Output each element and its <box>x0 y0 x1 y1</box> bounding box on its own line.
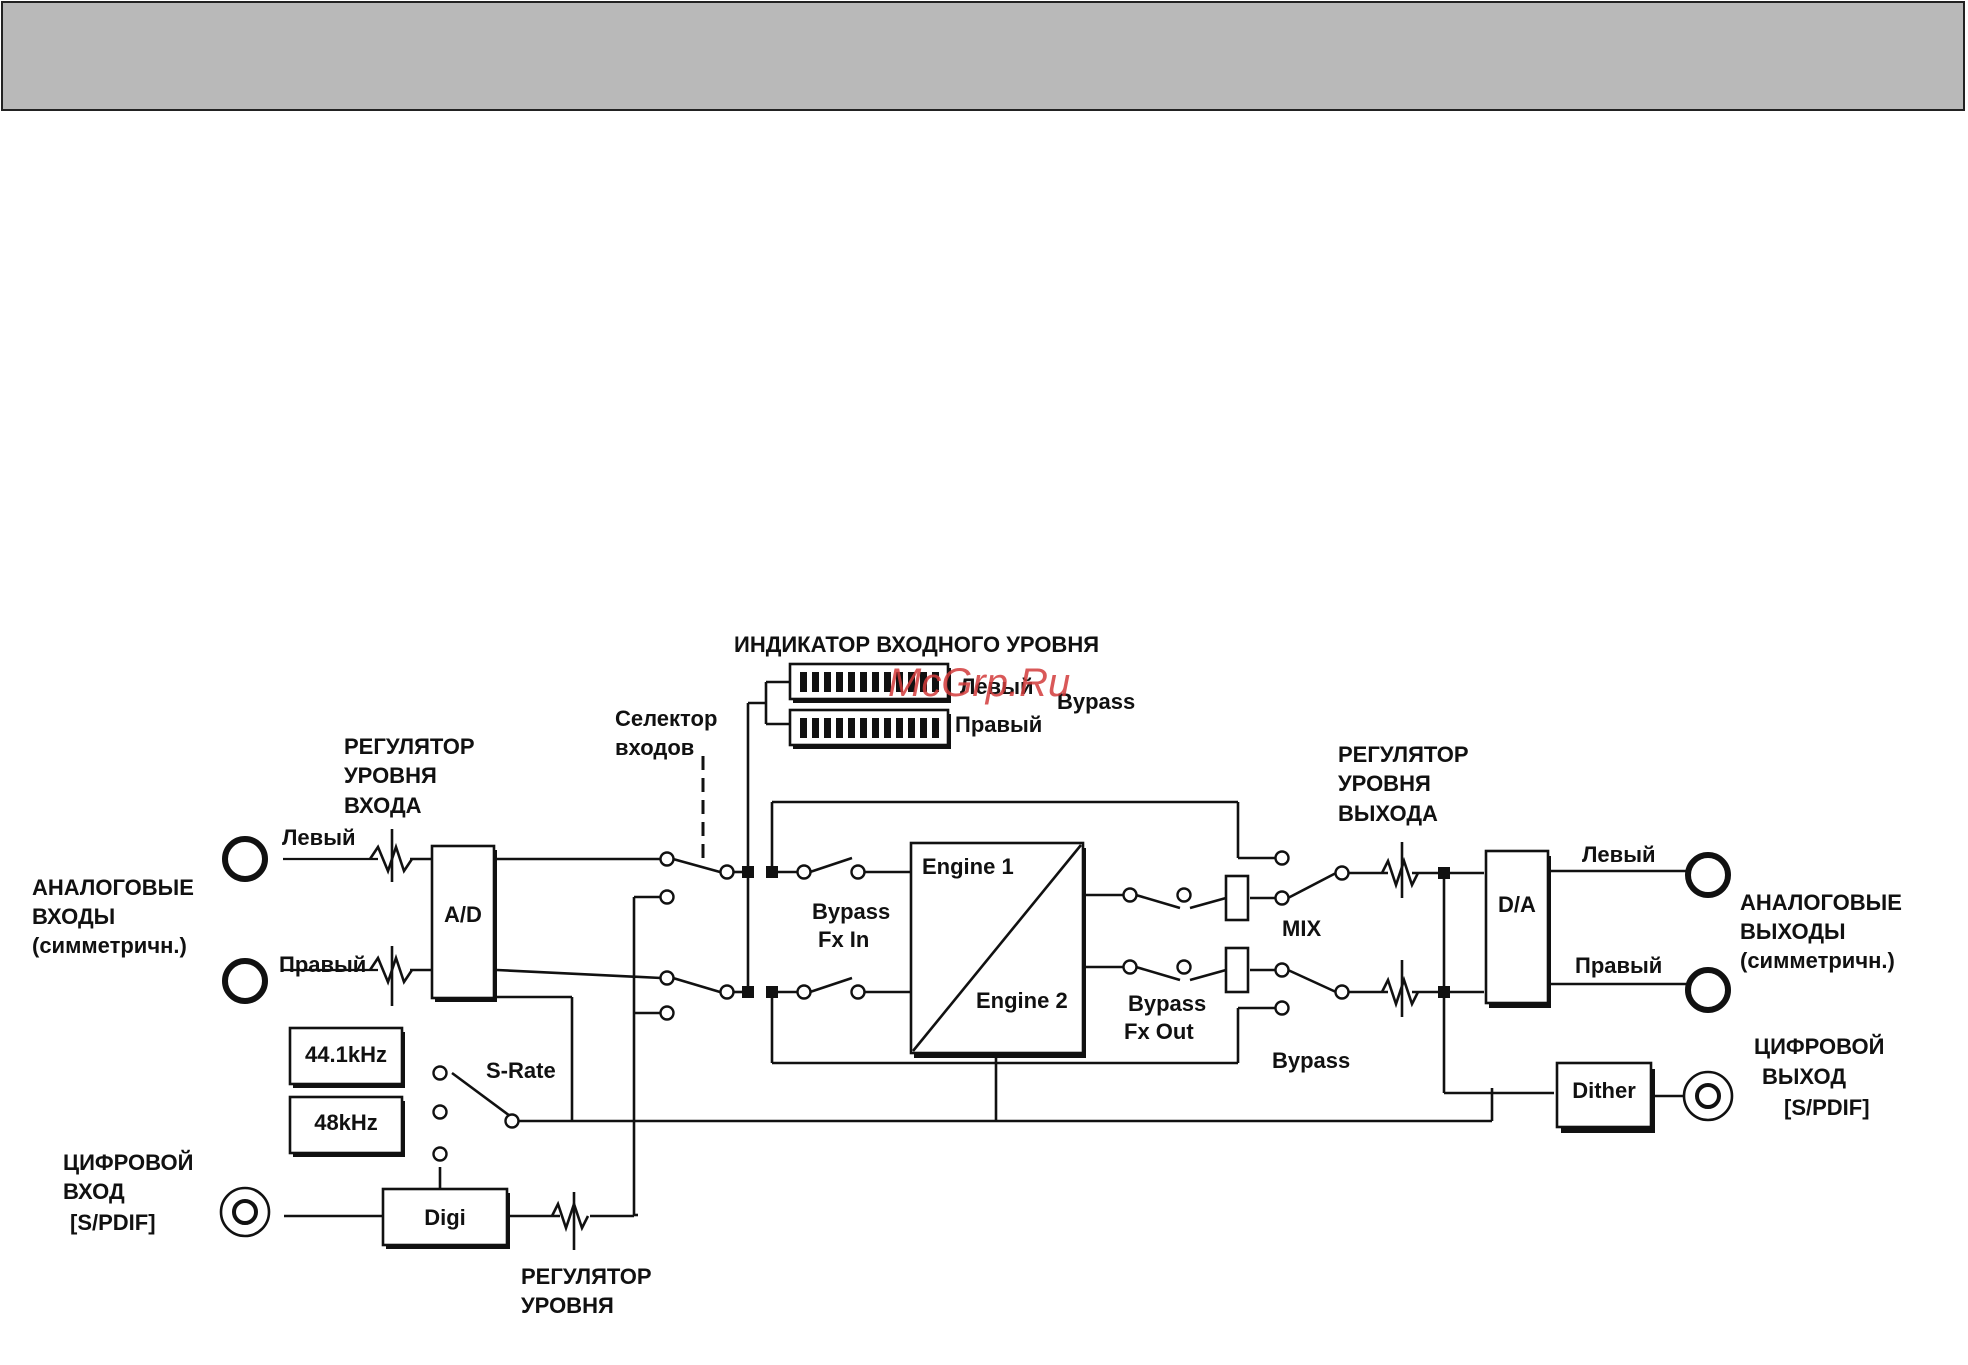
watermark: McGrp.Ru <box>888 661 1070 705</box>
output-level-label-1: РЕГУЛЯТОР <box>1338 742 1469 767</box>
block-ad-label: A/D <box>444 902 482 927</box>
level-reg-label-2: УРОВНЯ <box>521 1293 614 1318</box>
rate-441-label: 44.1kHz <box>305 1042 387 1067</box>
input-meter-title: ИНДИКАТОР ВХОДНОГО УРОВНЯ <box>734 632 1099 657</box>
junction-nodes <box>742 866 1450 998</box>
dither-label: Dither <box>1572 1078 1636 1103</box>
meter-segments <box>800 672 939 738</box>
input-level-meter <box>788 662 951 749</box>
bypass-fx-out-label-1: Bypass <box>1128 991 1206 1016</box>
output-level-label-3: ВЫХОДА <box>1338 801 1438 826</box>
analog-out-label-1: АНАЛОГОВЫЕ <box>1740 890 1902 915</box>
analog-out-label-3: (симметричн.) <box>1740 948 1895 973</box>
meter-bypass-label: Bypass <box>1057 689 1135 714</box>
analog-out-label-2: ВЫХОДЫ <box>1740 919 1846 944</box>
potentiometers <box>368 829 1420 1250</box>
meter-right-label: Правый <box>955 712 1042 737</box>
engine1-label: Engine 1 <box>922 854 1014 879</box>
digital-level-pot <box>550 1199 590 1233</box>
output-level-pot-left <box>1380 856 1420 890</box>
mix-resistor-right <box>1224 946 1250 994</box>
level-reg-label-1: РЕГУЛЯТОР <box>521 1264 652 1289</box>
input-selector-label-2: входов <box>615 735 694 760</box>
bypass-fx-in-label-1: Bypass <box>812 899 890 924</box>
spdif-in-jack <box>219 1186 271 1238</box>
jacks <box>219 836 1734 1238</box>
input-level-label-1: РЕГУЛЯТОР <box>344 734 475 759</box>
analog-in-left-jack <box>222 836 268 882</box>
meter-left-label: Левый <box>960 674 1034 699</box>
digital-in-label-1: ЦИФРОВОЙ <box>63 1150 193 1175</box>
mix-resistor-left <box>1224 874 1250 922</box>
block-da: D/A <box>1484 849 1551 1008</box>
switch-terminals <box>432 850 1350 1162</box>
digital-in-label-2: ВХОД <box>63 1179 125 1204</box>
analog-in-label-2: ВХОДЫ <box>32 904 115 929</box>
input-level-label-3: ВХОДА <box>344 793 422 818</box>
out-right-label: Правый <box>1575 953 1662 978</box>
s-rate-label: S-Rate <box>486 1058 556 1083</box>
block-dither: Dither <box>1555 1061 1655 1133</box>
analog-in-label-1: АНАЛОГОВЫЕ <box>32 875 194 900</box>
mix-label: MIX <box>1282 916 1321 941</box>
in-left-label: Левый <box>282 825 356 850</box>
spdif-out-jack <box>1682 1070 1734 1122</box>
block-engine: Engine 1 Engine 2 <box>909 841 1086 1058</box>
digital-out-label-1: ЦИФРОВОЙ <box>1754 1034 1884 1059</box>
bypass-fx-in-label-2: Fx In <box>818 927 869 952</box>
analog-out-left-jack <box>1685 852 1731 898</box>
analog-in-right-jack <box>222 958 268 1004</box>
digi-label: Digi <box>424 1205 466 1230</box>
input-level-label-2: УРОВНЯ <box>344 763 437 788</box>
block-rate-441: 44.1kHz <box>288 1026 405 1088</box>
output-level-label-2: УРОВНЯ <box>1338 771 1431 796</box>
block-ad: A/D <box>430 844 497 1002</box>
header-bar <box>1 1 1965 111</box>
analog-in-label-3: (симметричн.) <box>32 933 187 958</box>
bypass-fx-out-label-2: Fx Out <box>1124 1019 1194 1044</box>
engine2-label: Engine 2 <box>976 988 1068 1013</box>
digital-in-label-3: [S/PDIF] <box>70 1210 156 1235</box>
block-digi: Digi <box>381 1187 510 1249</box>
block-da-label: D/A <box>1498 892 1536 917</box>
digital-out-label-3: [S/PDIF] <box>1784 1095 1870 1120</box>
wires <box>283 680 1686 1218</box>
output-level-pot-right <box>1380 975 1420 1009</box>
bypass-bottom-label: Bypass <box>1272 1048 1350 1073</box>
out-left-label: Левый <box>1582 842 1656 867</box>
input-selector-label-1: Селектор <box>615 706 717 731</box>
in-right-label: Правый <box>279 952 366 977</box>
block-rate-48: 48kHz <box>288 1095 405 1157</box>
analog-out-right-jack <box>1685 967 1731 1013</box>
rate-48-label: 48kHz <box>314 1110 378 1135</box>
digital-out-label-2: ВЫХОД <box>1762 1064 1846 1089</box>
